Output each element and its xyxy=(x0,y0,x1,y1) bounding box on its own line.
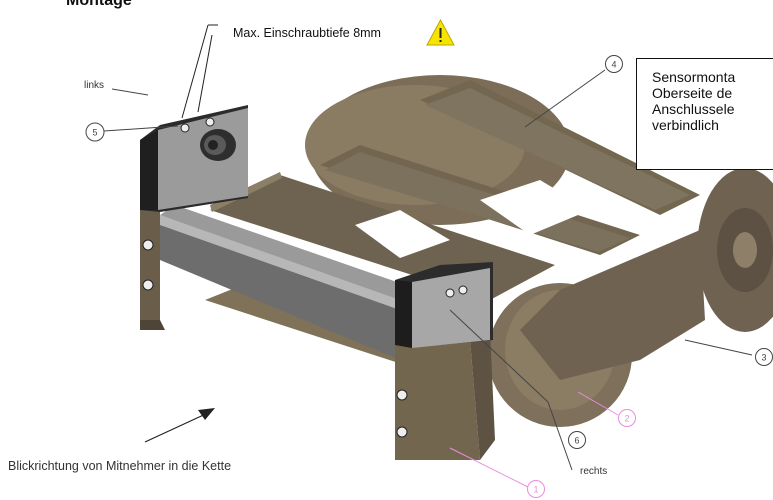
callout-2-number: 2 xyxy=(624,414,629,424)
right-side-label: rechts xyxy=(580,466,608,477)
view-direction-label: Blickrichtung von Mitnehmer in die Kette xyxy=(8,459,232,473)
callout-2: 2 xyxy=(618,409,636,427)
callout-4-number: 4 xyxy=(611,60,616,70)
note-line-1: Sensormonta xyxy=(652,69,736,85)
max-screw-depth-label: Max. Einschraubtiefe 8mm xyxy=(233,26,381,40)
callout-leaders xyxy=(103,69,753,489)
callout-1: 1 xyxy=(527,480,545,498)
left-side-label: links xyxy=(84,80,105,91)
callout-4: 4 xyxy=(605,55,623,73)
callout-6: 6 xyxy=(568,431,586,449)
view-direction-arrow xyxy=(144,408,215,443)
callout-6-number: 6 xyxy=(574,436,579,446)
warning-triangle-icon xyxy=(426,18,455,46)
callout-5-number: 5 xyxy=(92,128,97,138)
warning-leaders xyxy=(181,24,218,119)
chain-body xyxy=(140,75,773,460)
callout-3-number: 3 xyxy=(761,353,766,363)
sensor-mounting-note: Sensormonta Oberseite de Anschlussele ve… xyxy=(636,58,773,170)
note-line-2: Oberseite de xyxy=(652,85,733,101)
callout-3: 3 xyxy=(755,348,773,366)
callout-5: 5 xyxy=(85,122,105,142)
note-line-4: verbindlich xyxy=(652,117,719,133)
page-title: Montage xyxy=(66,0,132,9)
note-line-3: Anschlussele xyxy=(652,101,735,117)
callout-1-number: 1 xyxy=(533,485,538,495)
